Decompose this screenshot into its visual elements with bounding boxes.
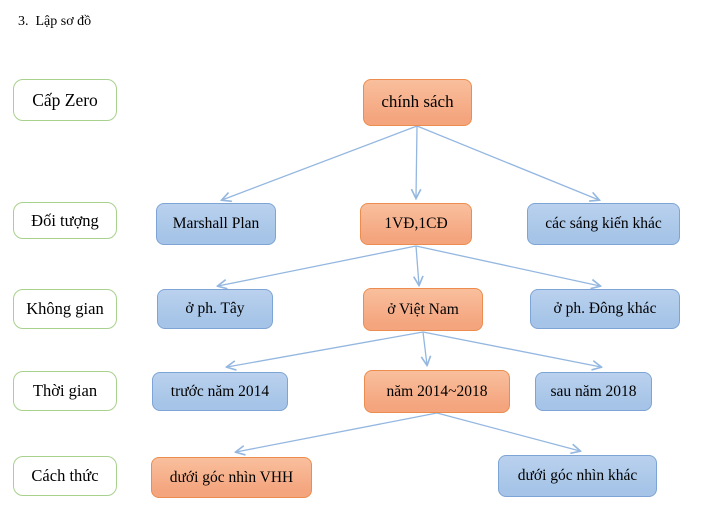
row-label-cap-zero: Cấp Zero [13, 79, 117, 121]
page-title: 3. Lập sơ đồ [18, 14, 92, 29]
node-marshall-plan: Marshall Plan [156, 203, 276, 245]
row-label-doi-tuong: Đối tượng [13, 202, 117, 239]
row-label-khong-gian: Không gian [13, 289, 117, 329]
node-sau-nam-2018: sau năm 2018 [535, 372, 652, 411]
node-1vd-1cd: 1VĐ,1CĐ [360, 203, 472, 245]
node-duoi-goc-nhin-vhh: dưới góc nhìn VHH [151, 457, 312, 498]
node-o-viet-nam: ở Việt Nam [363, 288, 483, 331]
node-cac-sang-kien-khac: các sáng kiến khác [527, 203, 680, 245]
node-o-ph-tay: ở ph. Tây [157, 289, 273, 329]
node-chinh-sach: chính sách [363, 79, 472, 126]
node-duoi-goc-nhin-khac: dưới góc nhìn khác [498, 455, 657, 497]
row-label-thoi-gian: Thời gian [13, 371, 117, 411]
node-truoc-nam-2014: trước năm 2014 [152, 372, 288, 411]
node-nam-2014-2018: năm 2014~2018 [364, 370, 510, 413]
node-o-ph-dong-khac: ở ph. Đông khác [530, 289, 680, 329]
row-label-cach-thuc: Cách thức [13, 456, 117, 496]
